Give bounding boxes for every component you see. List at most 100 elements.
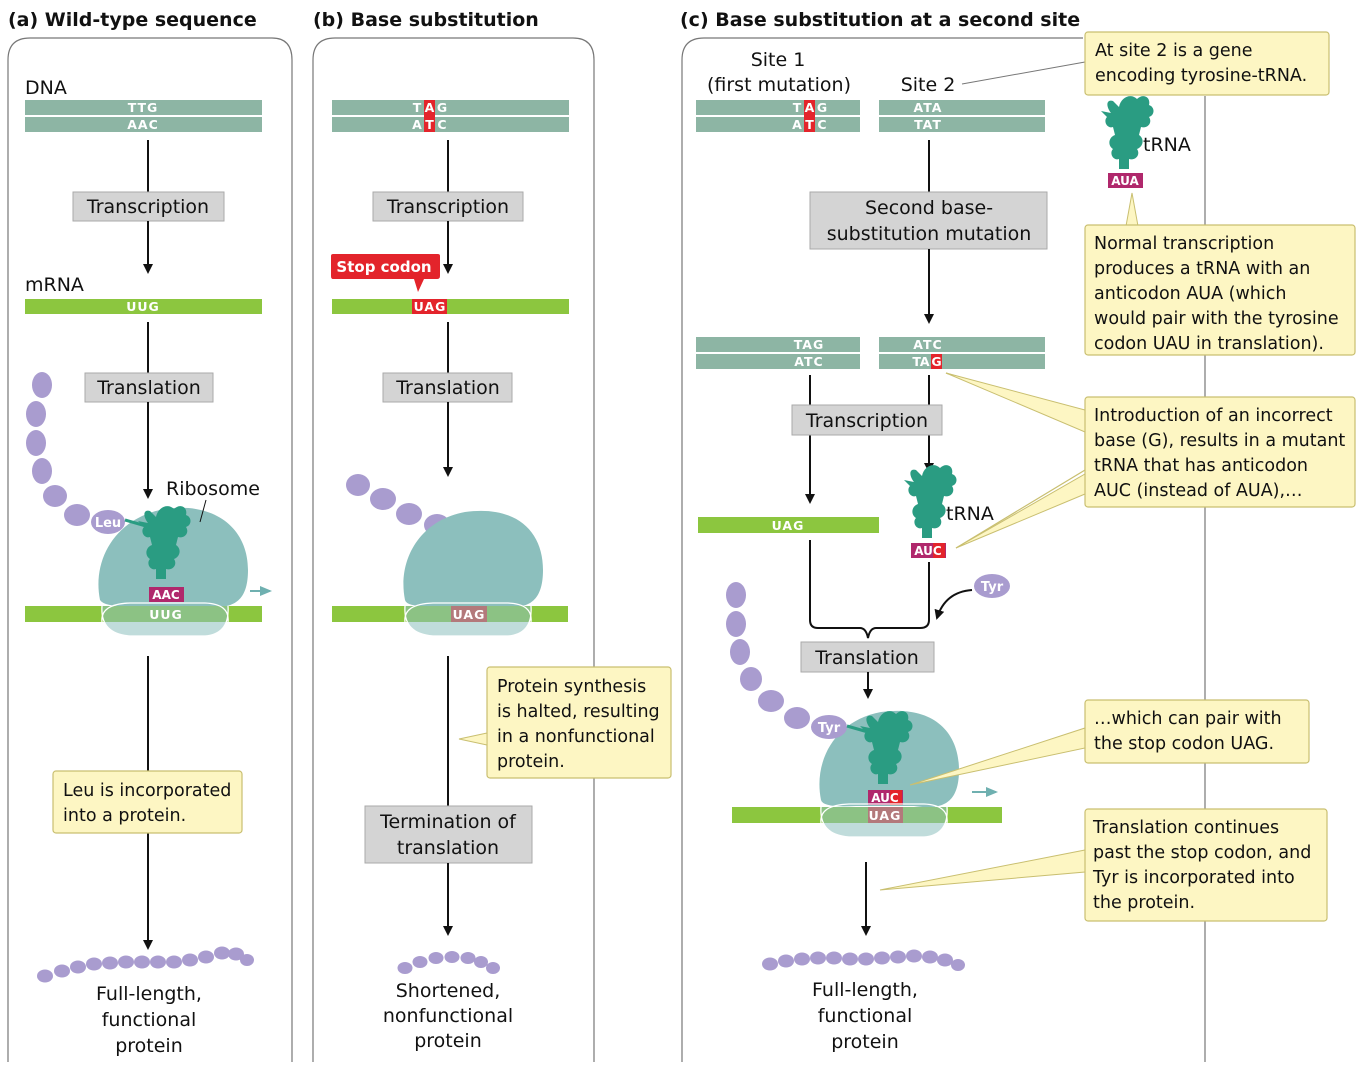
dna-strand-bottom xyxy=(879,354,1045,369)
amino-acid-tyr xyxy=(811,715,847,739)
dna-top-seq: TTG xyxy=(128,100,159,115)
result-line: functional xyxy=(102,1009,197,1031)
mrna-seq: UUG xyxy=(126,299,160,314)
site1-label: Site 1 xyxy=(751,49,806,71)
full-length-protein xyxy=(762,949,965,971)
heading-b: (b) Base substitution xyxy=(313,9,539,31)
ribosome-small-subunit xyxy=(101,605,229,637)
dna-bottom-mutant-base: T xyxy=(425,117,434,132)
panel-b-frame xyxy=(312,37,595,1062)
note-line: anticodon AUA (which xyxy=(1094,284,1286,304)
mutation-highlight xyxy=(931,354,942,369)
polypeptide-chain xyxy=(26,372,90,526)
stop-codon-label: Stop codon xyxy=(336,258,431,276)
note-pointer xyxy=(879,849,1086,891)
dna-top-mutant-base: A xyxy=(425,100,435,115)
tyr-arrow xyxy=(934,589,973,620)
note-line: AUC (instead of AUA),… xyxy=(1094,481,1303,501)
leader-line xyxy=(961,61,1086,85)
dna-bottom-seq: TAT xyxy=(914,117,942,132)
dna-bottom-base: A xyxy=(412,117,422,132)
termination-line: translation xyxy=(397,837,499,859)
mutation-highlight xyxy=(424,100,435,132)
trna-icon xyxy=(1101,96,1154,169)
note-line: tRNA that has anticodon xyxy=(1094,456,1308,476)
result-line: nonfunctional xyxy=(383,1005,513,1027)
note-line: base (G), results in a mutant xyxy=(1094,431,1345,451)
note-line: protein. xyxy=(497,752,565,772)
mutation-highlight xyxy=(890,790,902,805)
ribosome-small-outline xyxy=(404,602,532,623)
result-line: Full-length, xyxy=(96,983,202,1005)
transcription-box xyxy=(372,191,524,222)
result-line: Shortened, xyxy=(396,980,501,1002)
dna-top-mutant-base: A xyxy=(805,100,815,115)
note-line: the stop codon UAG. xyxy=(1094,734,1274,754)
amino-acid-tyr-label: Tyr xyxy=(981,580,1004,595)
amino-acid-leu-label: Leu xyxy=(95,516,121,531)
trna-acceptor xyxy=(846,724,869,734)
note-box xyxy=(1084,31,1330,96)
ribosome-small-subunit xyxy=(404,605,532,637)
result-line: functional xyxy=(818,1005,913,1027)
ribosome-label: Ribosome xyxy=(166,478,260,500)
trna-label: tRNA xyxy=(946,503,994,525)
heading-c: (c) Base substitution at a second site xyxy=(680,9,1080,31)
anticodon-box xyxy=(149,587,184,602)
codon-seq: UUG xyxy=(149,607,183,622)
dna-label: DNA xyxy=(25,77,67,99)
amino-acid-tyr-label: Tyr xyxy=(818,721,841,736)
anticodon-seq: AUA xyxy=(1111,174,1139,188)
dna-strand-top xyxy=(696,337,860,352)
dna-strand-top xyxy=(332,100,569,115)
note-line: in a nonfunctional xyxy=(497,727,655,747)
panel-c-frame xyxy=(681,37,1083,1062)
polypeptide-chain xyxy=(726,582,810,729)
note-box xyxy=(1084,224,1356,356)
note-line: past the stop codon, and xyxy=(1093,843,1311,863)
note-line: would pair with the tyrosine xyxy=(1094,309,1339,329)
mrna-seq: UAG xyxy=(772,518,805,533)
note-line: Tyr is incorporated into xyxy=(1092,868,1295,888)
codon-seq: UAG xyxy=(869,808,902,823)
transcription-box xyxy=(791,404,943,436)
stop-codon-callout xyxy=(331,254,440,292)
dna-bottom-base: A xyxy=(792,117,802,132)
dna-strand-bottom xyxy=(879,117,1045,132)
result-line: protein xyxy=(414,1030,482,1052)
translation-box xyxy=(382,372,513,403)
heading-a: (a) Wild-type sequence xyxy=(8,9,257,31)
note-box xyxy=(1084,808,1328,922)
dna-strand-top xyxy=(879,100,1045,115)
mutation-line: substitution mutation xyxy=(827,223,1032,245)
anticodon-seq: AAC xyxy=(152,588,180,602)
note-box xyxy=(486,666,672,779)
dna-bottom-seq: AAC xyxy=(127,117,159,132)
transcription-label: Transcription xyxy=(805,410,928,432)
note-box xyxy=(1084,699,1310,764)
dna-top-base: G xyxy=(437,100,447,115)
mutation-highlight xyxy=(933,543,945,558)
mutation-box xyxy=(809,191,1048,250)
note-box xyxy=(1084,396,1356,508)
mutation-line: Second base- xyxy=(865,197,993,219)
anticodon-box xyxy=(1108,173,1143,188)
translation-box xyxy=(84,372,214,403)
translation-label: Translation xyxy=(814,647,919,669)
note-line: is halted, resulting xyxy=(497,702,660,722)
dna-strand-top xyxy=(696,100,860,115)
note-pointer xyxy=(1125,192,1139,227)
shortened-protein xyxy=(397,951,500,974)
codon-seq: UAG xyxy=(453,607,486,622)
anticodon-seq: AUC xyxy=(914,544,942,558)
trna-label: tRNA xyxy=(1143,134,1191,156)
note-line: Introduction of an incorrect xyxy=(1094,406,1333,426)
mrna-strand xyxy=(698,517,879,533)
note-line: Normal transcription xyxy=(1094,234,1274,254)
amino-acid-leu xyxy=(91,510,125,534)
dna-top-base: T xyxy=(793,100,802,115)
result-line: protein xyxy=(831,1031,899,1053)
dna-strand-top xyxy=(25,100,262,115)
ribosome-large-subunit xyxy=(403,510,543,608)
